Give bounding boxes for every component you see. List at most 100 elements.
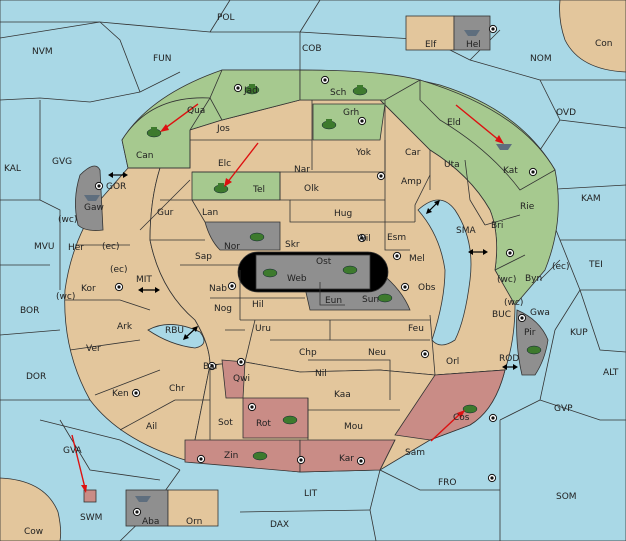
label-sap: Sap (195, 252, 212, 262)
territory-cos[interactable] (394, 369, 506, 441)
label-fun: FUN (153, 54, 172, 64)
label-bri: Bri (491, 221, 503, 231)
army-unit[interactable] (321, 119, 337, 130)
label-bar: Bar (203, 362, 219, 372)
label-gwa: Gwa (530, 308, 550, 318)
label-grh: Grh (343, 108, 359, 118)
army-unit[interactable] (244, 84, 260, 95)
fleet-unit[interactable] (496, 144, 512, 150)
order-arrows (71, 103, 504, 493)
label-pol: POL (217, 13, 235, 23)
label-sot: Sot (218, 418, 233, 428)
army-unit[interactable] (377, 293, 393, 303)
army-unit[interactable] (249, 232, 265, 242)
label-fro: FRO (438, 478, 457, 488)
label-skr: Skr (285, 240, 300, 250)
territory-jad[interactable] (209, 69, 301, 121)
label-amp: Amp (401, 177, 422, 187)
label-tel: Tel (252, 185, 265, 195)
territory-elf[interactable] (405, 15, 455, 51)
label-dor: DOR (26, 372, 46, 382)
territory-cow[interactable] (0, 477, 62, 541)
label-obs: Obs (418, 283, 436, 293)
fleet-unit[interactable] (135, 496, 151, 502)
label-can: Can (136, 151, 154, 161)
label-elc: Elc (218, 159, 231, 169)
label-uta: Uta (444, 160, 460, 170)
label-gor: GOR (106, 182, 126, 192)
territory-swm-island[interactable] (83, 489, 97, 503)
army-unit[interactable] (526, 345, 542, 355)
label-yok: Yok (355, 148, 372, 158)
army-unit[interactable] (262, 268, 278, 278)
label-sam: Sam (405, 448, 425, 458)
label-nom: NOM (530, 54, 552, 64)
army-unit[interactable] (352, 85, 368, 96)
army-unit[interactable] (462, 404, 478, 414)
coast-note: (wc) (56, 292, 75, 302)
fleet-unit[interactable] (464, 30, 480, 36)
label-gvp: GVP (554, 404, 573, 414)
label-mvu: MVU (34, 242, 55, 252)
label-ark: Ark (117, 322, 133, 332)
label-elf: Elf (425, 40, 437, 50)
territory-eld-kat[interactable] (419, 79, 556, 191)
label-car: Car (405, 148, 421, 158)
label-cow: Cow (24, 527, 43, 537)
army-unit[interactable] (213, 183, 229, 194)
label-kat: Kat (503, 166, 518, 176)
label-esm: Esm (387, 233, 406, 243)
label-kor: Kor (81, 284, 96, 294)
label-mel: Mel (409, 254, 425, 264)
label-uru: Uru (255, 324, 271, 334)
label-ver: Ver (86, 344, 101, 354)
label-neu: Neu (368, 348, 386, 358)
label-rot: Rot (256, 419, 271, 429)
label-sma: SMA (456, 226, 476, 236)
label-ost: Ost (316, 257, 332, 267)
label-nog: Nog (214, 304, 232, 314)
territory-tel[interactable] (191, 171, 281, 201)
territory-nor[interactable] (204, 221, 281, 251)
land-labels: Elf Hel Jad Sch Qua Jos Grh Can Elc Nar … (68, 40, 550, 527)
label-alt: ALT (603, 368, 619, 378)
army-unit[interactable] (282, 415, 298, 425)
territory-con[interactable] (559, 0, 626, 73)
label-rbu: RBU (165, 326, 184, 336)
label-hel: Hel (466, 40, 481, 50)
label-feu: Feu (408, 324, 424, 334)
coast-note: (wc) (497, 275, 516, 285)
coast-note: (ec) (552, 262, 570, 272)
label-tei: TEI (588, 260, 603, 270)
label-eun: Eun (325, 296, 342, 306)
coast-connections (108, 172, 518, 370)
fleet-unit[interactable] (84, 195, 100, 201)
label-kup: KUP (570, 328, 588, 338)
coast-note: (wc) (58, 215, 77, 225)
coast-note: (ec) (102, 242, 120, 252)
army-unit[interactable] (146, 127, 162, 138)
label-nil: Nil (315, 369, 327, 379)
label-hil: Hil (252, 300, 264, 310)
army-unit[interactable] (252, 451, 268, 461)
territory-orn[interactable] (167, 489, 219, 527)
land-borders (65, 100, 526, 471)
army-unit[interactable] (342, 265, 358, 275)
coast-notes: (wc) (ec) (wc) (ec) (ec) (wc) (wc) (56, 215, 570, 308)
label-gaw: Gaw (84, 203, 104, 213)
label-ovd: OVD (556, 108, 576, 118)
label-rod: ROD (499, 354, 519, 364)
label-hug: Hug (334, 209, 352, 219)
territory-pir[interactable] (516, 309, 549, 376)
label-sch: Sch (330, 88, 346, 98)
label-orn: Orn (186, 517, 202, 527)
territory-grh[interactable] (312, 103, 386, 141)
label-lit: LIT (304, 489, 318, 499)
sea-inlet-rbu (147, 324, 205, 349)
label-dax: DAX (270, 520, 289, 530)
label-ken: Ken (112, 389, 129, 399)
label-chr: Chr (169, 384, 185, 394)
label-nab: Nab (209, 284, 227, 294)
